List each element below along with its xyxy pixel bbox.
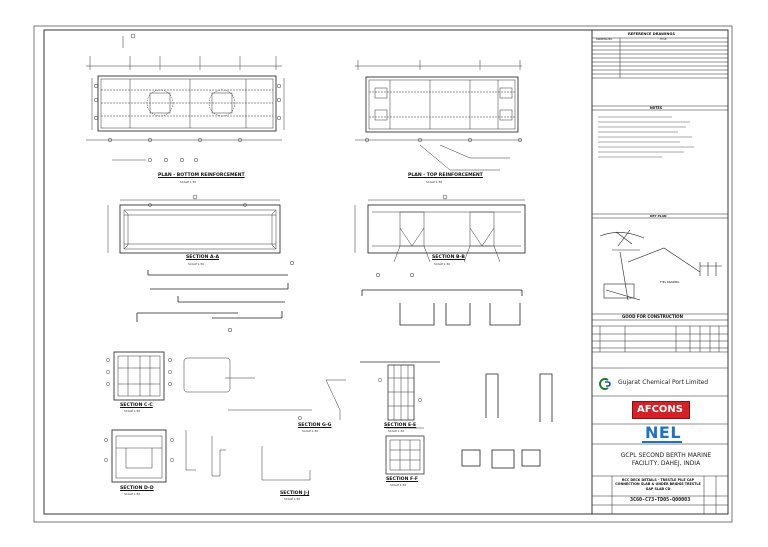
plan-top-view <box>355 60 523 171</box>
label-section-aa: SECTION A-A <box>186 255 220 260</box>
outer-border <box>33 25 733 523</box>
consultant-logo: NEL <box>645 423 682 442</box>
notes-heading: NOTES <box>650 106 663 110</box>
plan-bottom-view <box>86 33 285 163</box>
label-section-ee: SECTION E-E <box>384 423 417 428</box>
bar-bending-right <box>361 272 523 326</box>
section-dd-view <box>104 429 226 483</box>
scale-plan-top: SCALE 1:50 <box>426 180 443 184</box>
scale-section-dd: SCALE 1:50 <box>124 492 141 496</box>
scale-section-gg: SCALE 1:50 <box>302 429 319 433</box>
bar-bending-left <box>136 260 295 333</box>
scale-section-ee: SCALE 1:50 <box>388 429 405 433</box>
status-stamp: GOOD FOR CONSTRUCTION <box>622 314 683 319</box>
title-block-lines <box>592 37 728 514</box>
client-logo <box>598 376 612 390</box>
drawing-frame <box>43 29 729 515</box>
drawing-title: RCC DECK DETAILS - TRESTLE PILE CAP CONN… <box>615 478 701 491</box>
bar-shape-details <box>461 373 553 469</box>
label-section-gg: SECTION G-G <box>298 423 332 428</box>
scale-section-cc: SCALE 1:50 <box>124 409 141 413</box>
reference-col-drawing-no: DRAWING NO. <box>596 38 613 41</box>
notes-lines <box>598 116 694 158</box>
reference-col-title: TITLE <box>660 38 667 41</box>
client-name: Gujarat Chemical Port Limited <box>618 379 709 386</box>
label-plan-bottom: PLAN - BOTTOM REINFORCEMENT <box>158 173 245 178</box>
project-title: GCPL SECOND BERTH MARINE FACILITY, DAHEJ… <box>620 452 712 467</box>
section-cc-view <box>106 351 255 401</box>
label-section-cc: SECTION C-C <box>120 403 153 408</box>
key-plan-sketch <box>599 229 722 301</box>
label-plan-top: PLAN - TOP REINFORCEMENT <box>408 173 483 178</box>
key-plan-this-drawing: THIS DRAWING <box>660 281 680 284</box>
consultant-underline <box>642 441 682 443</box>
reference-drawings-heading: REFERENCE DRAWINGS <box>628 32 675 36</box>
label-section-bb: SECTION B-B <box>432 255 465 260</box>
section-ee-view <box>360 361 440 421</box>
section-gg-jj-view <box>228 379 346 481</box>
section-ff-view <box>385 427 425 475</box>
label-section-ff: SECTION F-F <box>386 477 419 482</box>
scale-section-jj: SCALE 1:50 <box>284 497 301 501</box>
drawing-number: 3C60-C73-TD05-Q00003 <box>630 497 691 503</box>
contractor-logo: AFCONS <box>632 401 690 419</box>
scale-section-aa: SCALE 1:50 <box>188 262 205 266</box>
key-plan-heading: KEY PLAN <box>650 214 667 218</box>
label-section-jj: SECTION J-J <box>280 491 310 496</box>
scale-section-bb: SCALE 1:50 <box>434 262 451 266</box>
label-section-dd: SECTION D-D <box>120 486 154 491</box>
section-aa-view <box>107 194 281 254</box>
section-bb-view <box>354 194 526 263</box>
scale-plan-bottom: SCALE 1:50 <box>180 180 197 184</box>
contractor-name: AFCONS <box>637 404 683 415</box>
scale-section-ff: SCALE 1:50 <box>390 483 407 487</box>
